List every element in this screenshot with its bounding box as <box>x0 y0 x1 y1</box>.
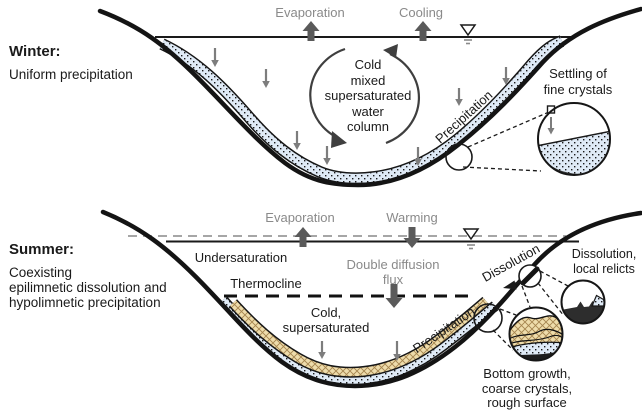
summer-water-level-marker <box>462 228 480 250</box>
winter-inset-connectors <box>462 111 550 172</box>
summer-warming-arrow-icon <box>403 227 421 248</box>
winter-basin-outline <box>97 6 642 188</box>
winter-evaporation-label: Evaporation <box>275 5 345 20</box>
summer-inset-connectors <box>492 270 569 351</box>
summer-tan-band <box>230 297 489 377</box>
winter-cooling-arrow-icon <box>414 21 432 41</box>
cold-supersaturated-label: Cold, supersaturated <box>282 305 370 335</box>
summer-zoom-source-circle-bottom <box>473 303 503 333</box>
winter-title: Winter: <box>9 43 61 60</box>
winter-subtitle: Uniform precipitation <box>9 67 133 82</box>
relicts-caption: Dissolution, local relicts <box>571 247 637 276</box>
undersaturation-label: Undersaturation <box>194 250 288 265</box>
winter-settling-arrows <box>211 48 510 166</box>
summer-settling-arrows <box>318 341 401 361</box>
bottom-growth-caption: Bottom growth, coarse crystals, rough su… <box>481 366 573 410</box>
winter-zoom-source-circle <box>445 143 473 171</box>
summer-basin-outline <box>100 209 642 389</box>
double-diffusion-arrow-icon <box>385 284 403 308</box>
summer-evaporation-arrow-icon <box>294 227 312 247</box>
winter-inset-circle <box>537 102 611 176</box>
relicts-inset-circle <box>560 279 606 325</box>
settling-caption: Settling of fine crystals <box>543 66 613 97</box>
winter-panel <box>97 6 642 188</box>
double-diffusion-label: Double diffusion flux <box>346 257 440 287</box>
summer-zoom-source-circle-dissolution <box>518 264 542 288</box>
summer-blue-band <box>220 297 498 385</box>
summer-evaporation-label: Evaporation <box>265 210 335 225</box>
summer-subtitle: Coexisting epilimnetic dissolution and h… <box>9 265 167 310</box>
winter-crystal-band <box>160 36 564 183</box>
summer-title: Summer: <box>9 241 75 258</box>
winter-cooling-label: Cooling <box>398 5 444 20</box>
summer-panel <box>100 209 642 389</box>
thermocline-label: Thermocline <box>230 276 302 291</box>
bottom-growth-inset-circle <box>508 306 564 362</box>
winter-evaporation-arrow-icon <box>302 21 320 41</box>
summer-warming-label: Warming <box>386 210 438 225</box>
mixing-circulation-arrows <box>309 44 420 148</box>
mixed-column-label: Cold mixed supersaturated water column <box>324 57 412 134</box>
winter-water-level-marker <box>459 24 477 45</box>
